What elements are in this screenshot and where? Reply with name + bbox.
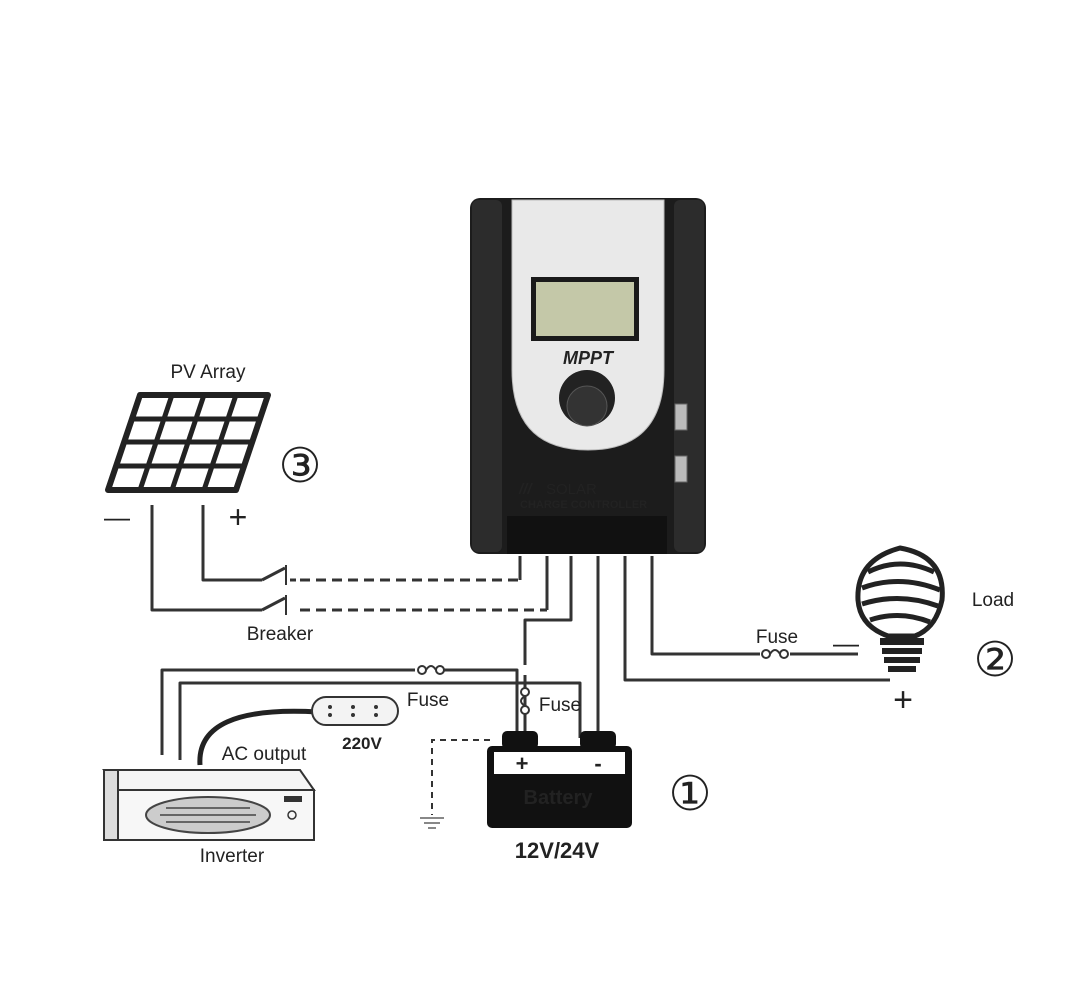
controller-model: MPPT <box>563 348 615 368</box>
ac-output-label: AC output <box>222 744 307 765</box>
usb-port-icon <box>674 455 688 483</box>
inverter-icon <box>102 769 316 841</box>
charge-controller: MPPT /// SOLAR CHARGE CONTROLLER <box>470 198 706 554</box>
pv-array-label: PV Array <box>171 362 246 383</box>
pv-plus-label: + <box>229 499 248 535</box>
controller-subtitle: CHARGE CONTROLLER <box>520 499 647 511</box>
control-knob[interactable] <box>566 385 608 427</box>
load-label: Load <box>972 590 1014 611</box>
battery-number-label: ① <box>668 768 711 821</box>
breaker-label: Breaker <box>247 624 314 645</box>
battery-voltage-label: 12V/24V <box>515 838 600 863</box>
battery-fuse-label: Fuse <box>539 695 581 716</box>
usb-port-icon <box>674 403 688 431</box>
pv-minus-label: — <box>104 502 130 532</box>
fuse-icon-load <box>761 649 789 659</box>
brand-mark-icon: /// <box>518 481 533 498</box>
pv-panel-icon <box>105 392 271 493</box>
light-bulb-icon <box>855 545 945 672</box>
load-fuse-label: Fuse <box>756 627 798 648</box>
fuse-icon-inverter <box>417 665 445 675</box>
power-strip-icon <box>311 696 399 726</box>
inverter-label: Inverter <box>200 846 265 867</box>
load-minus-label: — <box>833 628 859 658</box>
controller-title: SOLAR <box>546 481 597 498</box>
battery-label: Battery <box>524 787 594 809</box>
fuse-icon-battery <box>520 687 530 715</box>
pv-number-label: ③ <box>278 440 321 493</box>
battery-minus-label: - <box>594 751 601 776</box>
battery-icon <box>487 731 632 828</box>
ground-symbol-icon <box>420 817 444 829</box>
load-plus-label: + <box>893 681 913 719</box>
battery-plus-label: + <box>516 751 529 776</box>
load-number-label: ② <box>973 634 1016 687</box>
inverter-voltage-label: 220V <box>342 734 382 753</box>
inverter-fuse-label: Fuse <box>407 690 449 711</box>
